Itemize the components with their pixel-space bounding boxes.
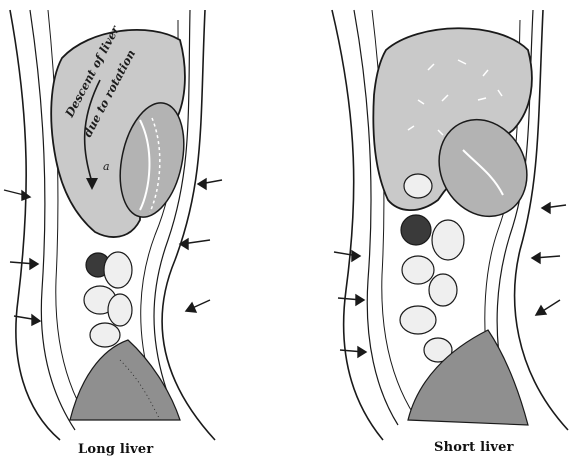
label-a: a (103, 160, 110, 173)
short-liver-drawing (288, 0, 577, 462)
panel-long-liver: Descent of liver due to rotation a Long … (0, 0, 288, 462)
long-liver-drawing: Descent of liver due to rotation a (0, 0, 288, 462)
body-contour-left (332, 10, 383, 440)
colon-loop-1 (401, 215, 431, 245)
panel-short-liver: Short liver (288, 0, 577, 462)
body-contour-left (10, 10, 60, 440)
caption-short-liver: Short liver (434, 440, 514, 455)
caption-long-liver: Long liver (78, 442, 153, 457)
